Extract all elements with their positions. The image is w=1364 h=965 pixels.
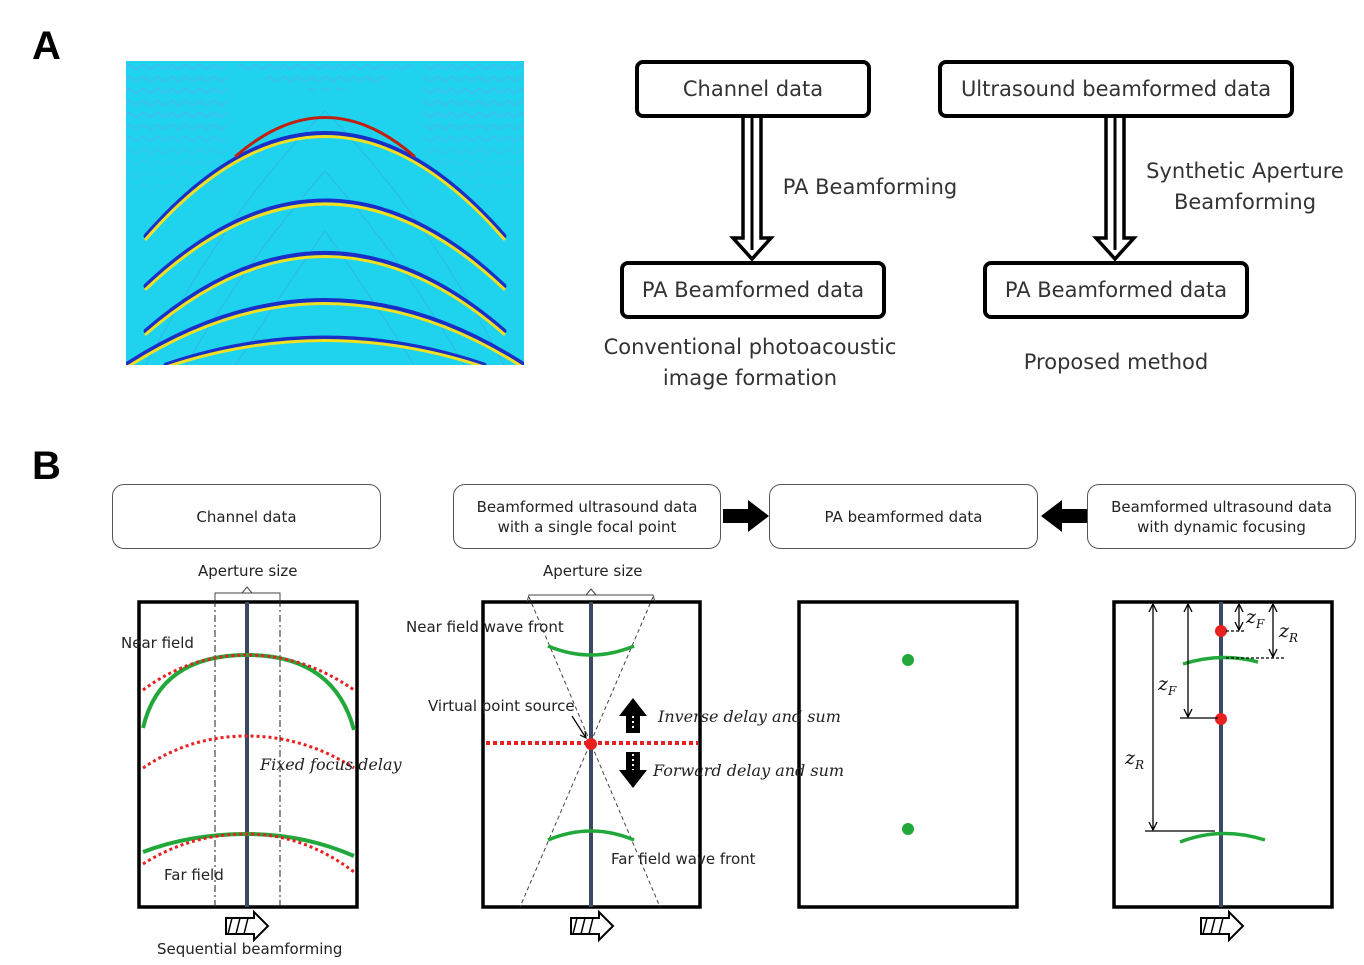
channel-data-image <box>126 61 524 365</box>
sequential-beamforming-label: Sequential beamforming <box>157 940 343 958</box>
proposed-method-caption: Proposed method <box>1023 350 1209 374</box>
synthetic-aperture-line2: Beamforming <box>1173 190 1317 214</box>
conventional-caption-line1: Conventional photoacoustic <box>603 335 897 359</box>
diagram4 <box>1112 600 1334 943</box>
single-focal-line2: with a single focal point <box>497 517 677 536</box>
fixed-focus-delay-label: Fixed focus delay <box>260 755 402 774</box>
near-field-label: Near field <box>121 634 194 652</box>
dynamic-focusing-box: Beamformed ultrasound data with dynamic … <box>1087 484 1356 549</box>
panel-b-letter: B <box>32 444 61 488</box>
conventional-caption-line2: image formation <box>662 366 838 390</box>
pa-beamformed-data-box-left: PA Beamformed data <box>620 261 886 319</box>
virtual-point-source-label: Virtual point source <box>428 697 575 715</box>
down-arrow-left <box>729 118 775 262</box>
panel-a-letter: A <box>32 24 61 68</box>
zf-label-small: zF <box>1246 606 1265 631</box>
zf-label-large: zF <box>1158 673 1177 698</box>
far-field-wave-front-label: Far field wave front <box>611 850 756 868</box>
dynamic-line1: Beamformed ultrasound data <box>1111 497 1332 516</box>
single-focal-box: Beamformed ultrasound data with a single… <box>453 484 721 549</box>
sequential-arrow-icon-1 <box>225 909 270 943</box>
pa-beamformed-box-b: PA beamformed data <box>769 484 1038 549</box>
diagram3 <box>797 600 1019 909</box>
far-field-label: Far field <box>164 866 224 884</box>
channel-data-box-b: Channel data <box>112 484 381 549</box>
pa-beamformed-data-box-right: PA Beamformed data <box>983 261 1249 319</box>
left-block-arrow <box>1041 500 1087 532</box>
aperture-size-label-2: Aperture size <box>543 562 643 580</box>
forward-delay-label: Forward delay and sum <box>653 761 845 780</box>
sequential-arrow-icon-2 <box>570 909 615 943</box>
near-field-wave-front-label: Near field wave front <box>406 618 564 636</box>
inverse-delay-label: Inverse delay and sum <box>658 707 841 726</box>
dynamic-line2: with dynamic focusing <box>1137 517 1306 536</box>
down-arrow-icon <box>619 752 647 788</box>
synthetic-aperture-line1: Synthetic Aperture <box>1146 159 1344 183</box>
aperture-size-label-1: Aperture size <box>198 562 298 580</box>
channel-data-box: Channel data <box>635 60 871 118</box>
zr-label-small: zR <box>1279 620 1299 645</box>
conventional-caption: Conventional photoacoustic image formati… <box>590 332 910 394</box>
up-arrow-icon <box>619 698 647 733</box>
zr-label-large: zR <box>1125 747 1145 772</box>
pa-beamforming-label: PA Beamforming <box>782 175 958 199</box>
single-focal-line1: Beamformed ultrasound data <box>476 497 698 516</box>
sequential-arrow-icon-4 <box>1200 909 1245 943</box>
down-arrow-right <box>1092 118 1138 262</box>
right-block-arrow <box>723 500 769 532</box>
synthetic-aperture-label: Synthetic Aperture Beamforming <box>1135 156 1355 218</box>
ultrasound-beamformed-data-box: Ultrasound beamformed data <box>938 60 1294 118</box>
